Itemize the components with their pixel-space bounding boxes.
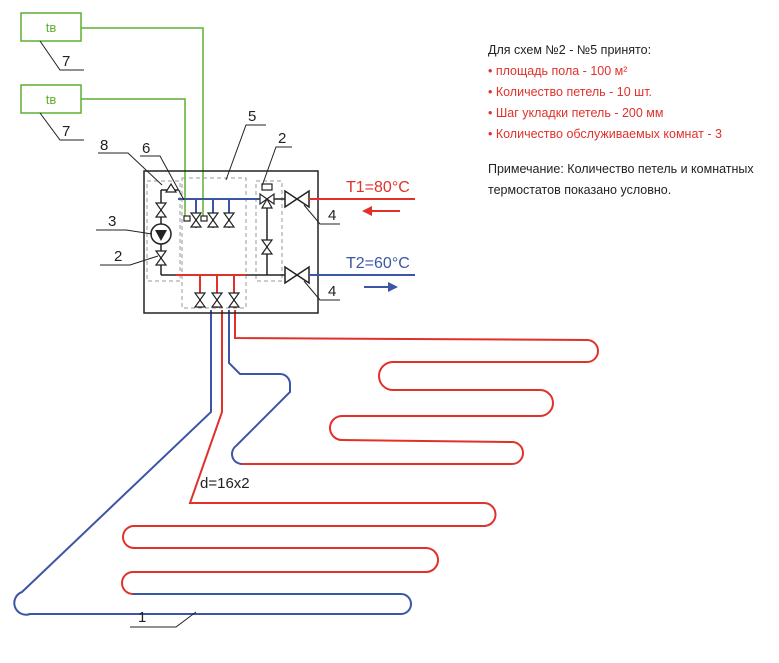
- callout-2a-leader: [261, 146, 292, 187]
- riser-valve: [260, 239, 274, 255]
- callout-7a-leader: [39, 40, 84, 71]
- valve-left-top: [154, 202, 168, 218]
- manifold-box: [181, 177, 247, 309]
- note-item: • Количество обслуживаемых комнат - 3: [488, 127, 722, 141]
- remark-line-1: Примечание: Количество петель и комнатны…: [488, 162, 754, 176]
- shutoff-valve-return: [284, 265, 310, 285]
- return-loop-inner: [228, 310, 291, 465]
- air-vent: [164, 182, 178, 193]
- pump-arrow: [155, 230, 167, 241]
- callout-2b-leader: [100, 255, 159, 266]
- callout-6-leader: [140, 155, 185, 201]
- return-arrow: [364, 282, 398, 292]
- return-loop-outer: [13, 310, 412, 616]
- callout-7b: 7: [62, 123, 70, 140]
- callout-2a: 2: [278, 130, 286, 147]
- callout-3: 3: [108, 213, 116, 230]
- thermostat-top-label: tв: [46, 20, 57, 35]
- manifold-valves-bottom: [193, 275, 241, 308]
- supply-loop-inner: [234, 310, 599, 465]
- supply-loop-outer: [121, 310, 497, 595]
- cabinet: [143, 170, 319, 314]
- mixing-unit-box: [146, 180, 181, 282]
- callout-1: 1: [138, 609, 146, 626]
- callout-7a: 7: [62, 53, 70, 70]
- note-item: • площадь пола - 100 м²: [488, 64, 628, 78]
- thermostat-top: [20, 12, 82, 42]
- thermostat-bottom: [20, 84, 82, 114]
- callout-8: 8: [100, 137, 108, 154]
- shutoff-valve-supply: [284, 189, 310, 209]
- notes-heading: Для схем №2 - №5 принято:: [488, 43, 652, 57]
- note-item: • Шаг укладки петель - 200 мм: [488, 106, 664, 120]
- pipe-diameter-label: d=16x2: [200, 475, 250, 492]
- valve-left-bottom: [154, 250, 168, 266]
- thermostat-bottom-label: tв: [46, 92, 57, 107]
- callout-4b-leader: [303, 280, 340, 301]
- callout-4a-leader: [303, 204, 340, 225]
- supply-temp-label: T1=80°C: [346, 179, 410, 196]
- callout-3-leader: [96, 229, 153, 235]
- callout-4a: 4: [328, 207, 336, 224]
- callout-5: 5: [248, 108, 256, 125]
- note-item: • Количество петель - 10 шт.: [488, 85, 653, 99]
- callout-2b: 2: [114, 248, 122, 265]
- callout-5-leader: [225, 124, 266, 181]
- thermostat-wire-bottom: [81, 98, 186, 218]
- return-temp-label: T2=60°C: [346, 255, 410, 272]
- callout-4b: 4: [328, 283, 336, 300]
- callout-7b-leader: [39, 112, 84, 141]
- callout-1-leader: [130, 611, 197, 628]
- callout-6: 6: [142, 140, 150, 157]
- supply-arrow: [362, 206, 400, 216]
- remark-line-2: термостатов показано условно.: [488, 183, 672, 197]
- thermostat-wire-top: [81, 27, 204, 218]
- three-way-valve: [259, 183, 275, 209]
- callout-8-leader: [98, 152, 163, 186]
- manifold-valves-top: [183, 199, 236, 228]
- notes-panel: Для схем №2 - №5 принято: • площадь пола…: [488, 40, 778, 201]
